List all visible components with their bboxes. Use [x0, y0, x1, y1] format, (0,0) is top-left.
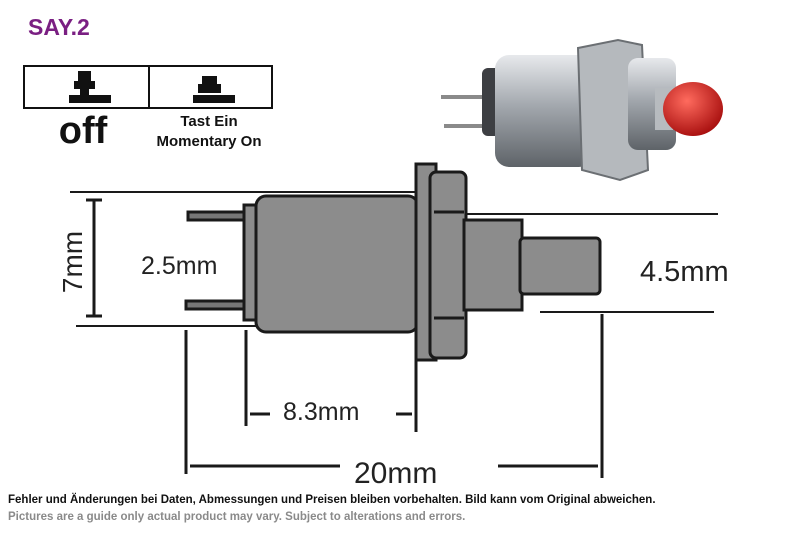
- switch-side-view: [70, 162, 718, 478]
- off-state-cell: [25, 67, 148, 107]
- momentary-state-cell: [148, 67, 273, 107]
- dim-body-length-label: 8.3mm: [283, 398, 359, 426]
- switch-state-table: [23, 65, 273, 109]
- dim-terminal-spacing-label: 2.5mm: [141, 252, 217, 280]
- dim-total-length-label: 20mm: [354, 457, 437, 490]
- footer-disclaimer-german: Fehler und Änderungen bei Daten, Abmessu…: [8, 494, 656, 506]
- momentary-state-label: Tast Ein Momentary On: [148, 112, 270, 152]
- model-code-title: SAY.2: [28, 14, 90, 40]
- momentary-label-line1: Tast Ein: [180, 113, 238, 130]
- momentary-label-line2: Momentary On: [156, 133, 262, 150]
- dim-button-diameter-label: 4.5mm: [640, 256, 729, 288]
- off-state-label: off: [58, 110, 108, 152]
- button-off-icon: [69, 71, 111, 103]
- footer-disclaimer-english: Pictures are a guide only actual product…: [8, 511, 466, 523]
- red-button-cap: [663, 82, 723, 136]
- button-pressed-icon: [193, 76, 235, 103]
- dim-height-label: 7mm: [57, 231, 88, 293]
- product-photo: [441, 38, 723, 182]
